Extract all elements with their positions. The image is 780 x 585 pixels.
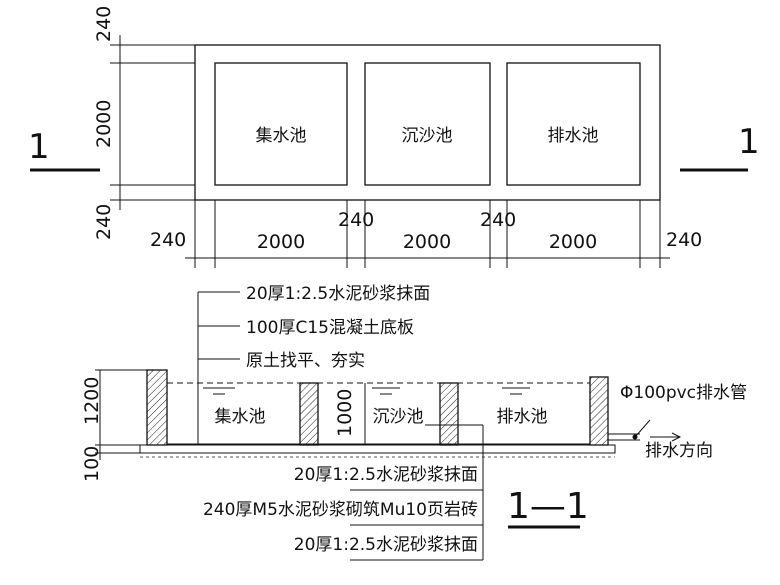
- wall-note: 240厚M5水泥砂浆砌筑Mu10页岩砖: [203, 500, 478, 520]
- layer-note: 100厚C15混凝土底板: [246, 318, 414, 338]
- dim-text: 100: [81, 446, 103, 482]
- dim-text: 2000: [403, 231, 451, 253]
- plan-vertical-dimension: [110, 35, 195, 210]
- bottom-leader: [350, 424, 484, 561]
- section-marker-right: 1: [738, 122, 760, 162]
- wall-note: 20厚1:2.5水泥砂浆抹面: [294, 465, 478, 485]
- wall: [146, 369, 168, 446]
- dim-text: 240: [666, 229, 702, 251]
- layer-note: 20厚1:2.5水泥砂浆抹面: [246, 284, 430, 304]
- height-dimension: [95, 369, 147, 460]
- dim-text: 240: [150, 229, 186, 251]
- plan-outer-wall: [194, 44, 661, 201]
- dim-text: 240: [338, 209, 374, 231]
- base-slab: [139, 444, 616, 454]
- water-level-symbols: [203, 387, 530, 395]
- dim-text: 240: [93, 204, 115, 240]
- section-marker-left: 1: [28, 127, 50, 167]
- dim-text: 2000: [549, 231, 597, 253]
- dim-text: 1200: [81, 377, 103, 425]
- walls: [146, 369, 609, 446]
- section-room-label: 集水池: [215, 407, 266, 427]
- wall: [589, 376, 609, 446]
- wall: [299, 382, 319, 446]
- plan-room-label: 排水池: [548, 126, 599, 146]
- dim-text: 240: [93, 6, 115, 42]
- section-room-label: 排水池: [497, 407, 548, 427]
- pipe-leader: [634, 419, 651, 438]
- flow-arrow-icon: [650, 432, 682, 442]
- section-room-label: 沉沙池: [373, 407, 424, 427]
- plan-room-label: 沉沙池: [402, 126, 453, 146]
- plan-horizontal-dimension: [185, 200, 670, 268]
- top-leader: [197, 291, 240, 452]
- plan-room-label: 集水池: [256, 126, 307, 146]
- flow-direction-label: 排水方向: [645, 441, 713, 461]
- plan-room-drain: [506, 62, 641, 186]
- dim-text: 2000: [93, 100, 115, 148]
- plan-view: [194, 44, 661, 201]
- wall-note: 20厚1:2.5水泥砂浆抹面: [294, 535, 478, 555]
- depth-dim-text: 1000: [334, 389, 356, 437]
- plan-room-collect: [214, 62, 348, 186]
- pipe-label: Φ100pvc排水管: [620, 383, 747, 403]
- section-title: 1—1: [507, 486, 589, 527]
- plan-room-settle: [364, 62, 491, 186]
- dim-text: 2000: [257, 231, 305, 253]
- layer-note: 原土找平、夯实: [246, 351, 365, 371]
- wall: [439, 382, 459, 446]
- dim-text: 240: [480, 209, 516, 231]
